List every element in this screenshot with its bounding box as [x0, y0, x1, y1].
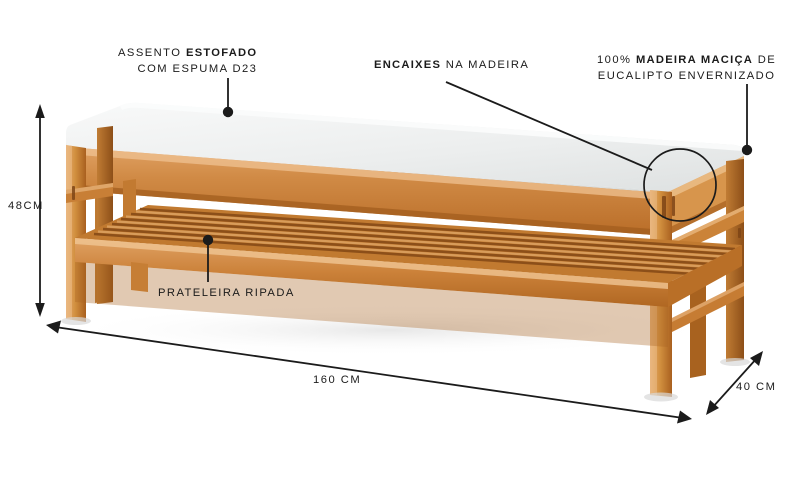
leg-shadows: [61, 317, 750, 402]
slatted-shelf: [75, 205, 742, 347]
dimension-label-height: 48CM: [8, 200, 44, 212]
callout-seat: ASSENTO ESTOFADO COM ESPUMA D23: [118, 45, 257, 77]
shelf-slat-highlights: [97, 210, 732, 273]
callout-wood-line2: EUCALIPTO ENVERNIZADO: [597, 70, 776, 82]
leader-dot-seat: [222, 106, 234, 118]
dim-width-line: [54, 326, 684, 419]
callout-seat-line2: COM ESPUMA D23: [137, 63, 258, 75]
floor-shadow: [60, 304, 720, 356]
right-side-apron: [666, 156, 744, 236]
front-apron: [66, 147, 666, 236]
dimension-label-width: 160 CM: [313, 374, 362, 386]
leader-dot-shelf: [202, 234, 214, 246]
callout-joints: ENCAIXES NA MADEIRA: [374, 57, 529, 73]
center-support-foot: [131, 262, 148, 292]
callout-seat-line1: ASSENTO ESTOFADO: [118, 47, 258, 59]
dimension-label-depth: 40 CM: [736, 381, 777, 393]
callout-leaders: [202, 78, 753, 282]
dim-width-arrow-right: [677, 410, 692, 424]
joinery-marks: [72, 186, 741, 238]
callout-wood: 100% MADEIRA MACIÇA DE EUCALIPTO ENVERNI…: [597, 52, 776, 84]
leader-joints: [445, 81, 653, 171]
callout-shelf: PRATELEIRA RIPADA: [158, 285, 295, 301]
dim-height-arrow-bottom: [35, 303, 45, 317]
shelf-slats: [93, 207, 736, 276]
leader-dot-wood: [741, 144, 753, 156]
dim-depth-line: [711, 357, 758, 409]
dimension-lines: [35, 104, 763, 424]
joint-detail-circle: [643, 148, 717, 222]
callout-shelf-line1: PRATELEIRA RIPADA: [158, 287, 295, 299]
callout-wood-line1: 100% MADEIRA MACIÇA DE: [597, 54, 777, 66]
dim-height-arrow-top: [35, 104, 45, 118]
dim-width-arrow-left: [46, 320, 61, 334]
bench-body: [61, 102, 750, 402]
callout-joints-line1: ENCAIXES NA MADEIRA: [374, 59, 530, 71]
dim-depth-arrow-bottom: [706, 400, 719, 415]
dim-depth-arrow-top: [750, 351, 763, 366]
